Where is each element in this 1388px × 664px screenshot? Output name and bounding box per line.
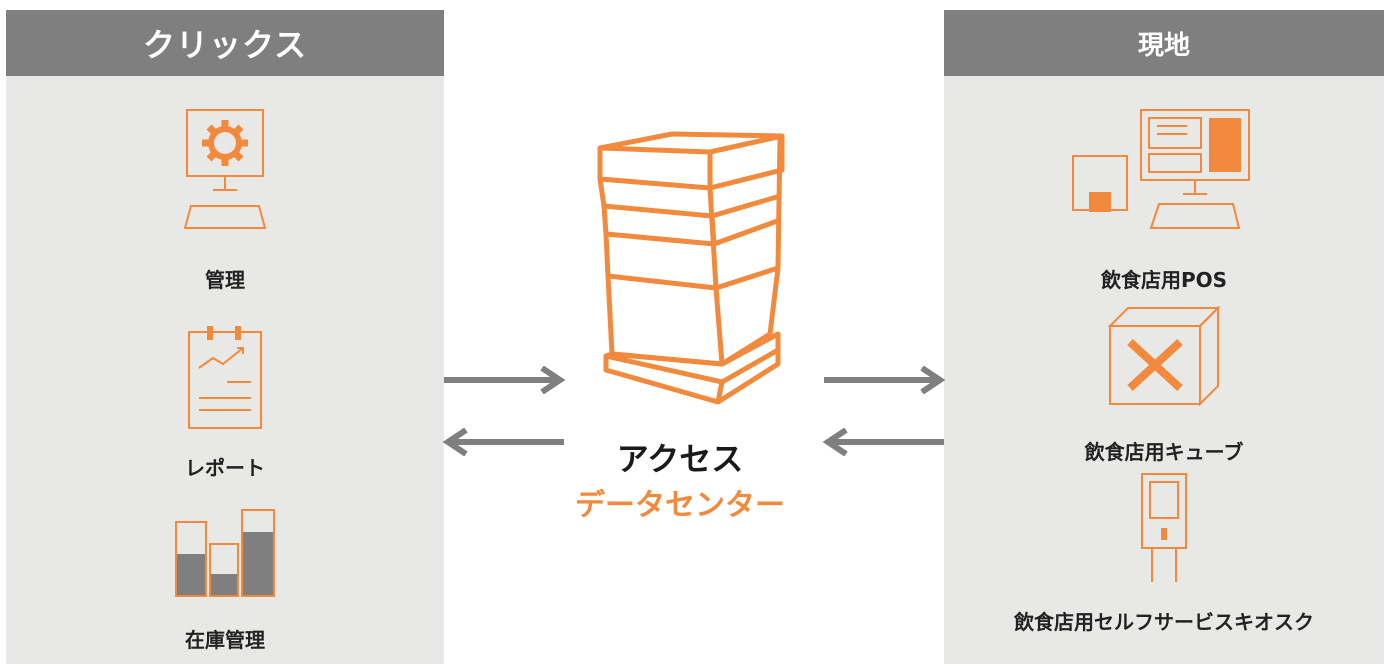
- item-report: レポート: [6, 318, 444, 481]
- item-cube: 飲食店用キューブ: [944, 305, 1384, 465]
- right-panel-title: 現地: [944, 10, 1384, 76]
- item-management: 管理: [6, 108, 444, 293]
- item-inventory-label: 在庫管理: [185, 628, 265, 652]
- right-panel: 現地 飲食店用POS: [944, 10, 1384, 664]
- cube-icon: [1107, 305, 1221, 407]
- left-panel-title: クリックス: [6, 10, 444, 76]
- monitor-gear-icon: [183, 109, 267, 229]
- kiosk-icon: [1141, 473, 1187, 582]
- arrow-right-icon: [444, 366, 566, 394]
- item-cube-label: 飲食店用キューブ: [1084, 440, 1244, 464]
- item-report-label: レポート: [185, 456, 265, 480]
- item-kiosk-label: 飲食店用セルフサービスキオスク: [1014, 610, 1314, 634]
- arrow-left-icon: [822, 428, 944, 456]
- inventory-bars-icon: [175, 509, 275, 597]
- item-pos-label: 飲食店用POS: [1100, 268, 1228, 292]
- report-chart-icon: [188, 326, 262, 429]
- item-management-label: 管理: [205, 268, 245, 292]
- item-inventory: 在庫管理: [6, 508, 444, 653]
- item-pos: 飲食店用POS: [944, 108, 1384, 293]
- server-icon: [597, 131, 785, 405]
- arrow-left-icon: [442, 428, 564, 456]
- item-kiosk: 飲食店用セルフサービスキオスク: [944, 472, 1384, 635]
- pos-terminal-icon: [1072, 109, 1250, 229]
- center-title: アクセス: [616, 440, 744, 478]
- center-subtitle: データセンター: [575, 488, 785, 523]
- left-panel: クリックス 管理: [6, 10, 444, 664]
- arrow-right-icon: [824, 366, 946, 394]
